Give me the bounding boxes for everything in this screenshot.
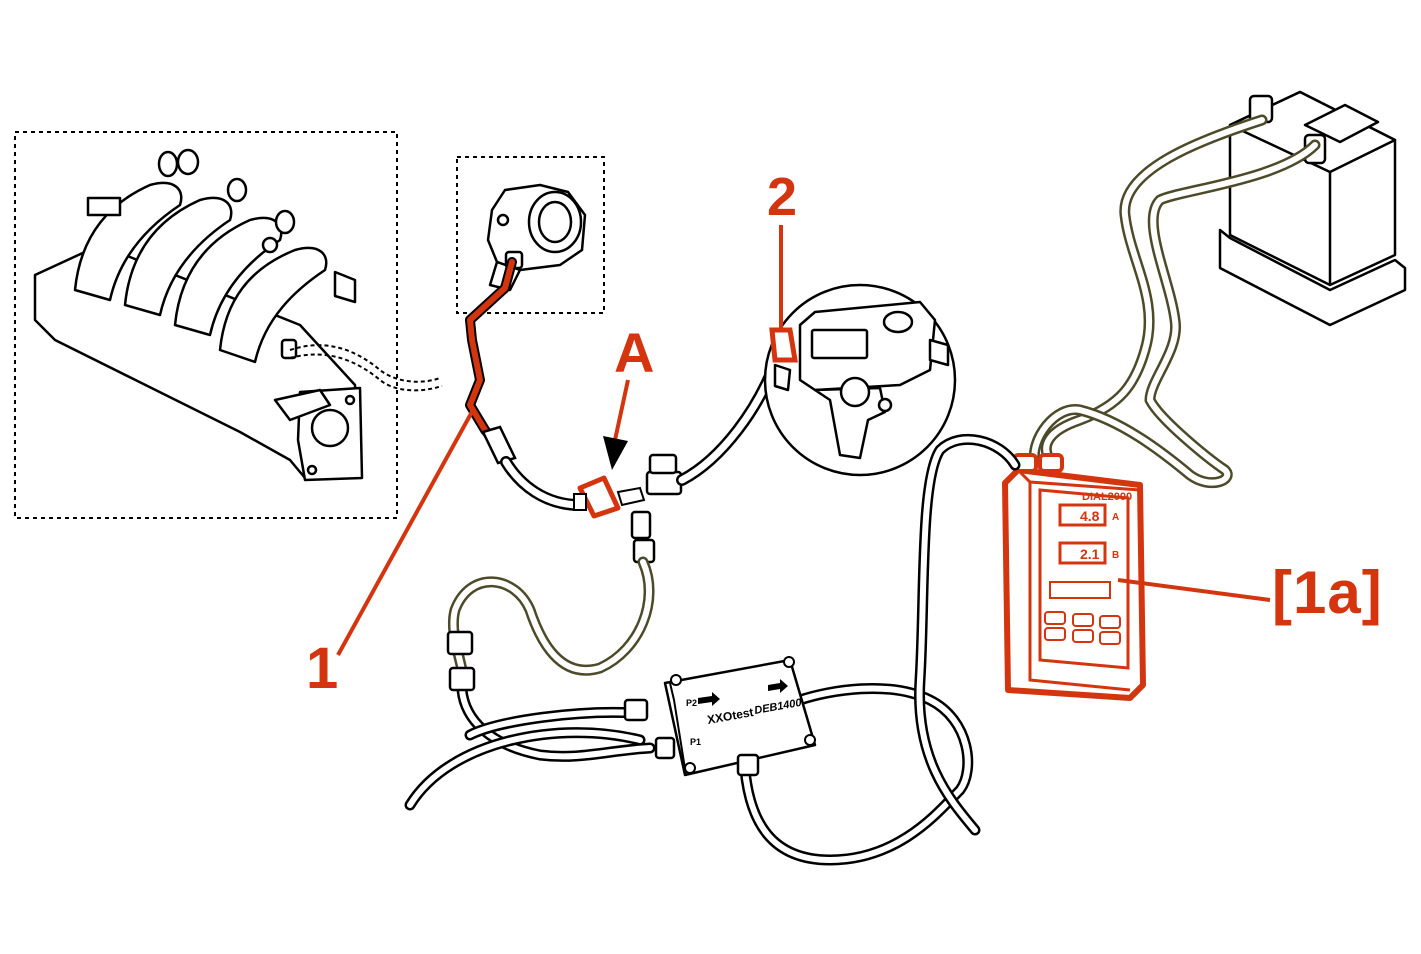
- readout-a-value: 4.8: [1080, 508, 1100, 524]
- dial2000-instrument: DIAL2000 4.8 A 2.1 B: [1002, 453, 1146, 701]
- intake-manifold-inset: [14, 131, 443, 519]
- readout-a-label: A: [1112, 512, 1119, 523]
- bottom-hoses: [404, 433, 1021, 866]
- callout-leaders: [336, 225, 1271, 656]
- callout-1a-label: [1a]: [1272, 559, 1383, 626]
- port-p1-label: P1: [690, 737, 701, 747]
- callout-a-arrowhead: [603, 436, 628, 470]
- hose-1: [465, 257, 586, 511]
- instrument-brand-text: DIAL2000: [1082, 491, 1132, 503]
- t-piece-a: [573, 453, 683, 564]
- sensor-detail-bubble: [763, 283, 957, 477]
- readout-b-value: 2.1: [1080, 546, 1100, 562]
- coil-connectors: [446, 630, 676, 760]
- callout-1-label: 1: [306, 636, 339, 701]
- callout-2-label: 2: [767, 167, 798, 227]
- servo-valve-inset: [456, 156, 605, 314]
- callout-a-label: A: [614, 321, 655, 384]
- port-p2-label: P2: [686, 698, 697, 708]
- battery: [1218, 90, 1407, 327]
- readout-b-label: B: [1112, 550, 1119, 561]
- deb1400-sensor-box: P2 P1 XXOtest DEB1400: [663, 656, 817, 777]
